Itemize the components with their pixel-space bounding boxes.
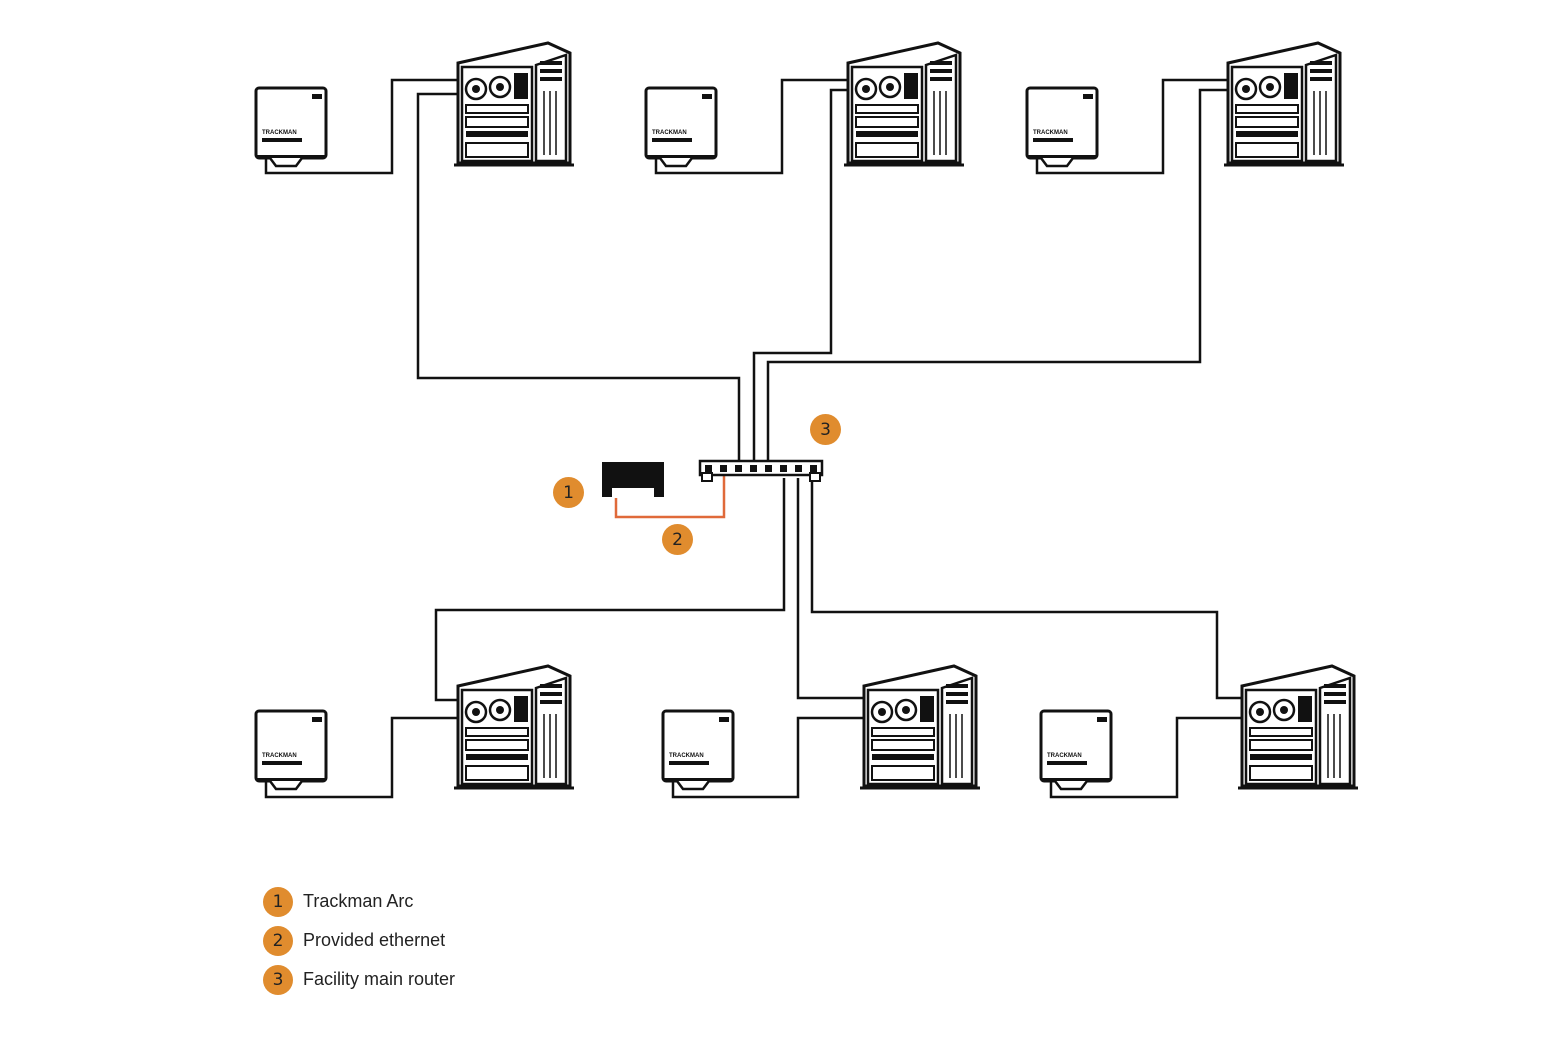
launch-monitor-brand: TRACKMAN xyxy=(652,130,687,136)
cable-router-pc6 xyxy=(810,478,1244,700)
launch-monitor-6: TRACKMAN xyxy=(1039,709,1113,791)
pc-tower-4 xyxy=(452,664,576,790)
launch-monitor-3: TRACKMAN xyxy=(1025,86,1099,168)
cable-router-pc5 xyxy=(796,478,866,700)
pc-tower-5 xyxy=(858,664,982,790)
launch-monitor-brand: TRACKMAN xyxy=(1033,130,1068,136)
cable-lm1-pc1 xyxy=(264,78,460,175)
trackman-arc-device xyxy=(602,462,664,498)
marker-2-badge: 2 xyxy=(662,524,693,555)
legend-badge: 3 xyxy=(263,964,293,995)
cable-router-pc4 xyxy=(434,478,786,702)
legend-badge: 1 xyxy=(263,886,293,917)
launch-monitor-brand: TRACKMAN xyxy=(1047,753,1082,759)
legend-badge: 2 xyxy=(263,925,293,956)
cable-lm4-pc4 xyxy=(264,716,460,799)
cable-lm2-pc2 xyxy=(654,78,850,175)
cable-lm6-pc6 xyxy=(1049,716,1244,799)
launch-monitor-4: TRACKMAN xyxy=(254,709,328,791)
legend-item-trackman-arc: 1 Trackman Arc xyxy=(263,886,455,917)
legend-label: Facility main router xyxy=(303,969,456,989)
launch-monitor-brand: TRACKMAN xyxy=(669,753,704,759)
legend-item-provided-ethernet: 2 Provided ethernet xyxy=(263,925,455,956)
marker-1-badge: 1 xyxy=(553,477,584,508)
cable-lm5-pc5 xyxy=(671,716,866,799)
marker-3-badge: 3 xyxy=(810,414,841,445)
pc-tower-3 xyxy=(1222,41,1346,167)
pc-tower-6 xyxy=(1236,664,1360,790)
facility-main-router xyxy=(698,459,824,482)
legend-item-facility-main-router: 3 Facility main router xyxy=(263,964,455,995)
launch-monitor-1: TRACKMAN xyxy=(254,86,328,168)
launch-monitor-brand: TRACKMAN xyxy=(262,130,297,136)
cable-lines xyxy=(264,78,1244,799)
launch-monitor-brand: TRACKMAN xyxy=(262,753,297,759)
launch-monitor-2: TRACKMAN xyxy=(644,86,718,168)
cable-pc1-router xyxy=(416,92,741,466)
pc-tower-2 xyxy=(842,41,966,167)
pc-tower-1 xyxy=(452,41,576,167)
cable-pc2-router xyxy=(752,88,850,466)
legend-label: Trackman Arc xyxy=(303,891,414,911)
cable-pc3-router xyxy=(766,88,1230,466)
cable-lm3-pc3 xyxy=(1035,78,1230,175)
launch-monitor-5: TRACKMAN xyxy=(661,709,735,791)
legend-label: Provided ethernet xyxy=(303,930,446,950)
legend: 1 Trackman Arc 2 Provided ethernet 3 Fac… xyxy=(263,886,455,1003)
